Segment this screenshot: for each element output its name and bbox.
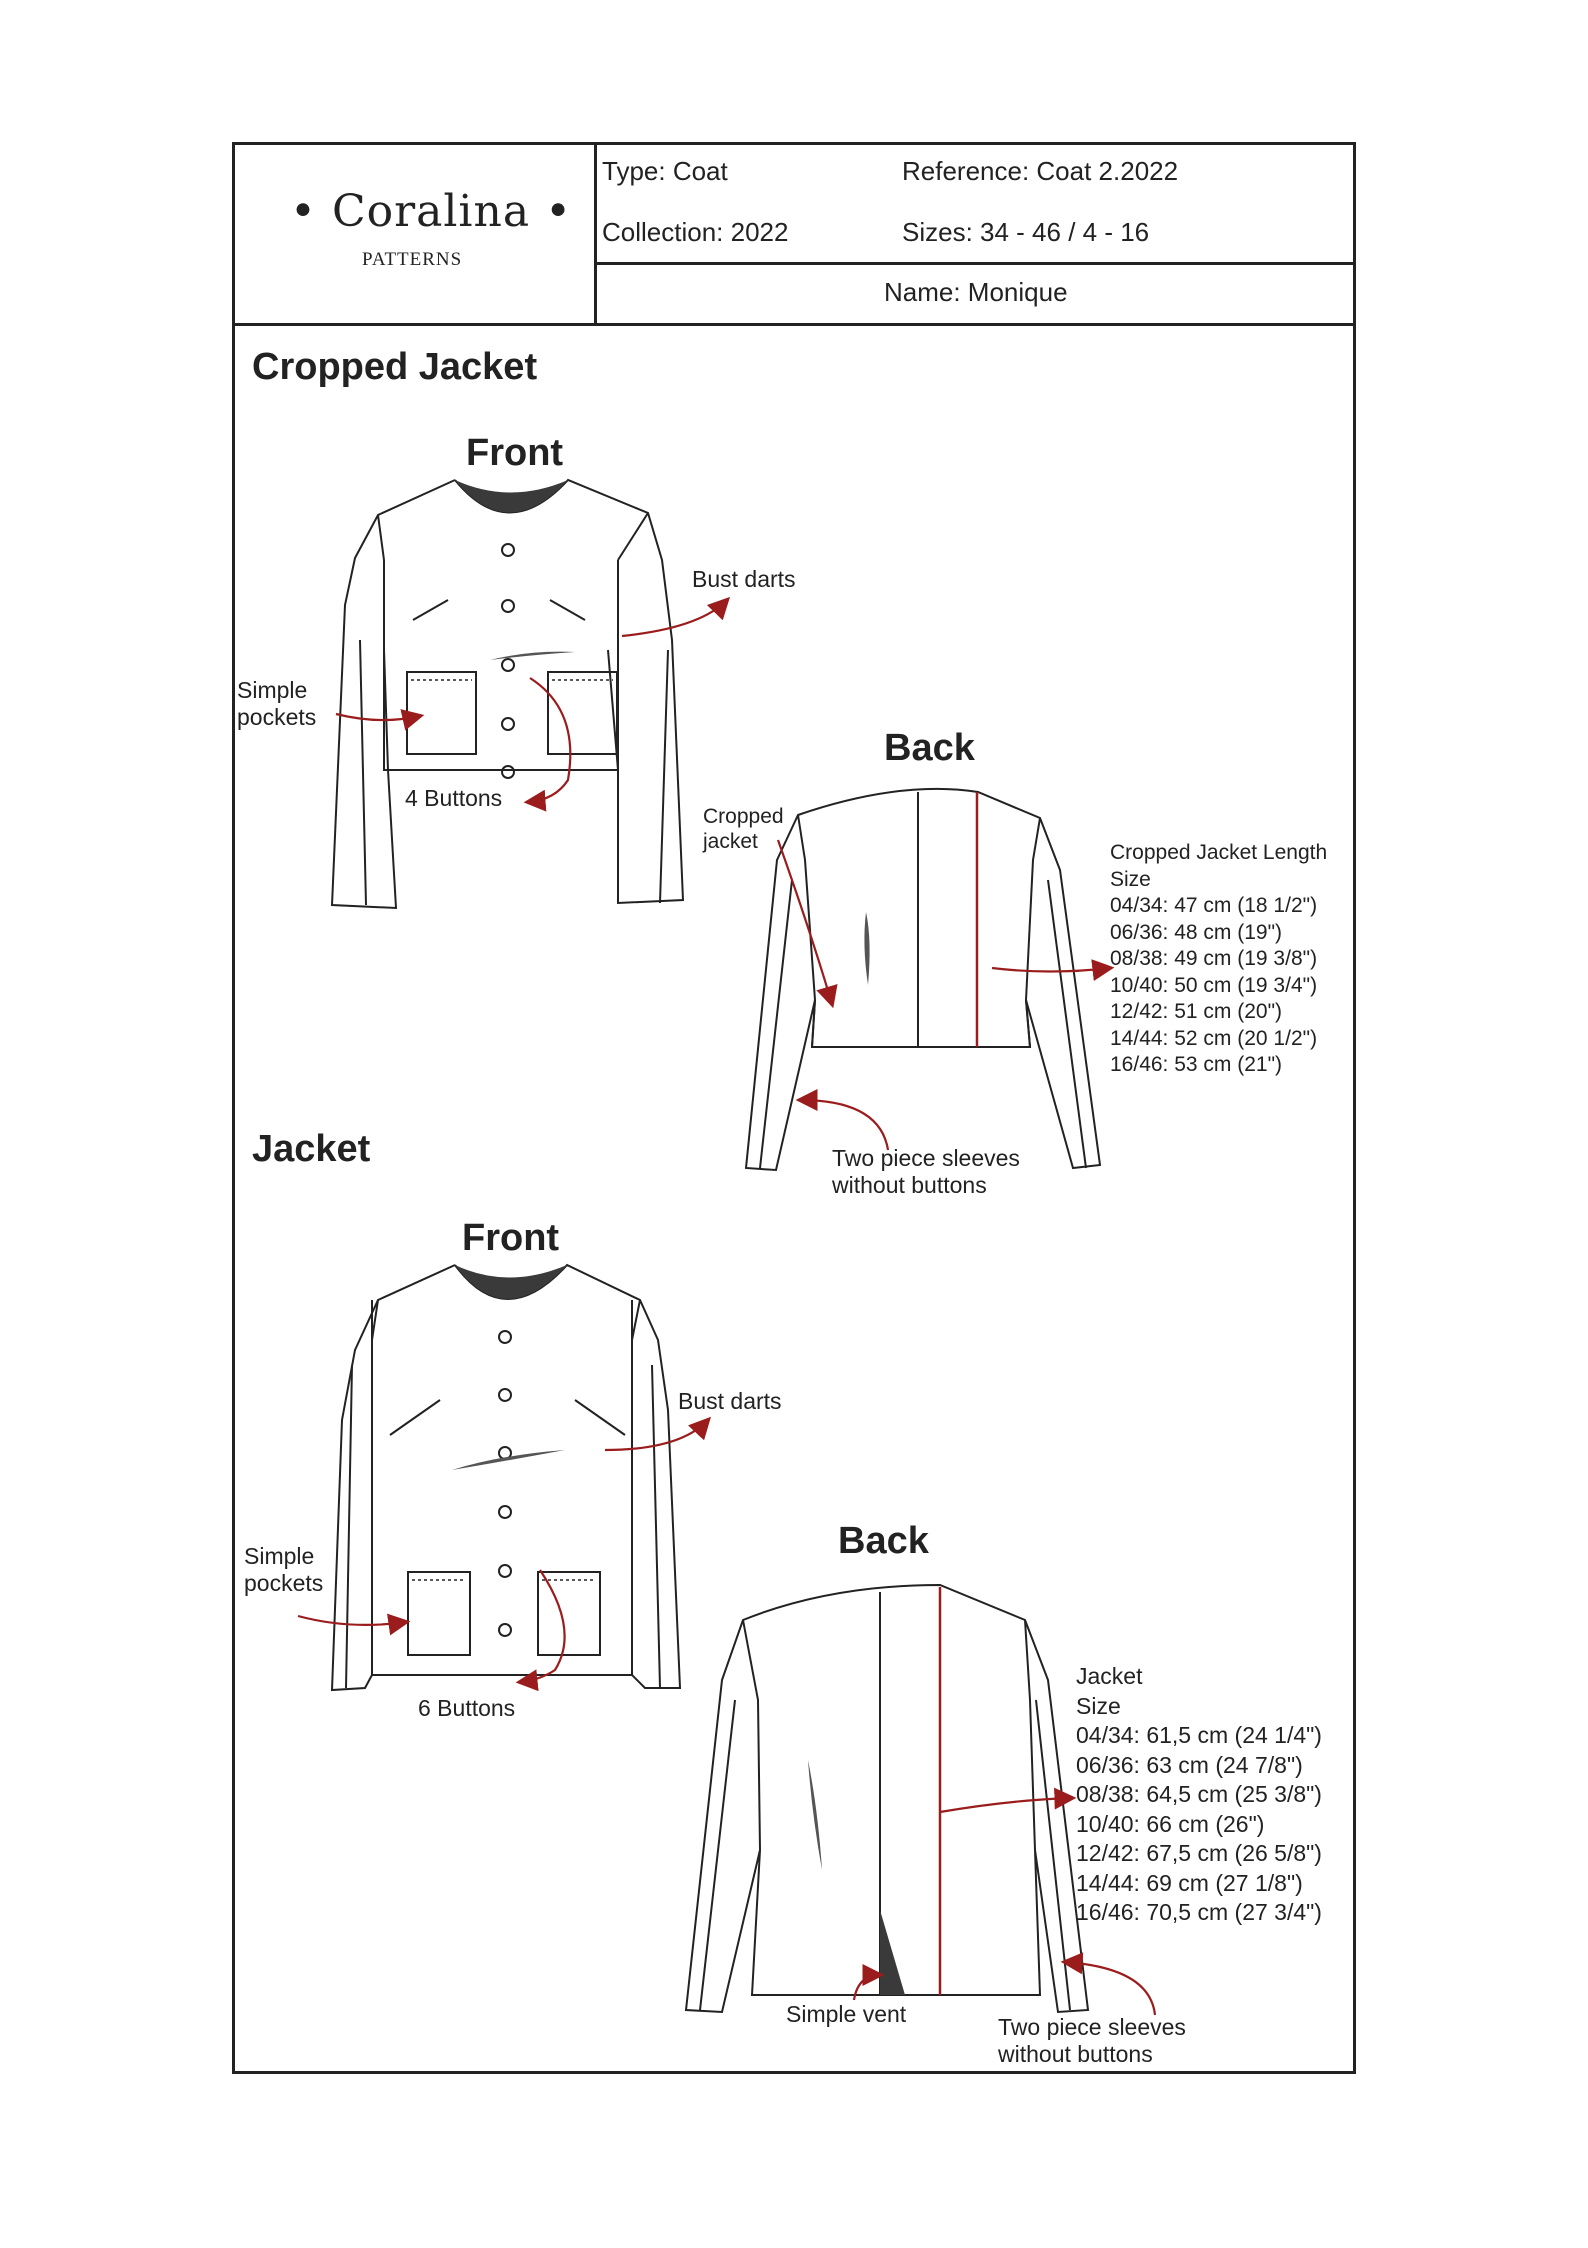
cropped-pockets-label: Simple pockets [237,677,316,731]
cropped-jacket-line1: Cropped [703,805,784,828]
annotation-arrows [297,596,1157,2016]
jacket-front-label: Front [462,1217,560,1259]
cropped-size-row: 14/44: 52 cm (20 1/2") [1110,1026,1318,1050]
reference-field: Reference: Coat 2.2022 [902,156,1179,186]
jacket-pockets-label: Simple pockets [244,1543,323,1597]
jacket-pockets-arrow [297,1613,411,1636]
cropped-size-row: 08/38: 49 cm (19 3/8") [1110,947,1318,970]
brand-subtitle: PATTERNS [362,249,463,270]
cropped-size-row: 04/34: 47 cm (18 1/2") [1110,894,1318,917]
cropped-jacket-title: Cropped Jacket [252,346,538,388]
jacket-length-table: Jacket Size 04/34: 61,5 cm (24 1/4") 06/… [1076,1662,1322,1928]
header-divider-vertical [594,142,597,326]
jacket-back-vent [880,1910,905,1995]
jacket-front-drawing [330,1263,682,1692]
header-divider-middle [594,262,1356,265]
jacket-sleeves-line2: without buttons [998,2041,1153,2067]
cropped-back-label: Back [884,727,975,769]
sizes-field: Sizes: 34 - 46 / 4 - 16 [902,217,1150,247]
jacket-size-row: 10/40: 66 cm (26") [1076,1810,1265,1837]
cropped-pockets-arrow [335,709,425,731]
jacket-front-dart-shade [452,1450,565,1470]
jacket-back-label: Back [838,1520,929,1562]
cropped-front-drawing [330,478,685,910]
cropped-size-row: 10/40: 50 cm (19 3/4") [1110,973,1318,997]
jacket-size-row: 14/44: 69 cm (27 1/8") [1076,1869,1303,1896]
cropped-jacket-line2: jacket [703,830,758,853]
cropped-front-neckline [455,480,568,513]
type-field: Type: Coat [602,156,728,186]
cropped-size-row: 16/46: 53 cm (21") [1110,1053,1283,1076]
jacket-title: Jacket [252,1128,371,1170]
jacket-front-neckline [455,1265,567,1299]
jacket-vent-label: Simple vent [786,2001,907,2027]
jacket-vent-arrow [852,1964,885,2001]
cropped-sleeves-line2: without buttons [832,1172,987,1198]
cropped-back-drawing [744,787,1102,1172]
cropped-size-row: 06/36: 48 cm (19") [1110,920,1283,944]
cropped-back-dart-shade [864,912,870,985]
header-divider-bottom [232,323,1356,326]
cropped-back-arrow [776,839,838,1009]
jacket-bust-darts-label: Bust darts [678,1388,782,1414]
cropped-length-arrow [991,959,1115,981]
pattern-sheet-frame [232,142,1356,2074]
jacket-sleeves-line1: Two piece sleeves [998,2014,1186,2040]
jacket-pockets-line1: Simple [244,1543,315,1569]
cropped-bust-darts-label: Bust darts [692,566,796,592]
cropped-size-label: Size [1110,867,1151,891]
cropped-pockets-line1: Simple [237,677,308,703]
jacket-back-dart-shade [808,1760,822,1870]
cropped-length-title: Cropped Jacket Length [1110,841,1328,864]
cropped-sleeves-arrow [795,1089,890,1151]
cropped-front-label: Front [466,432,564,474]
cropped-jacket-label: Cropped jacket [703,804,784,854]
jacket-size-row: 04/34: 61,5 cm (24 1/4") [1076,1722,1322,1748]
jacket-size-label: Size [1076,1692,1121,1719]
cropped-sleeves-label: Two piece sleeves without buttons [832,1145,1020,1199]
jacket-bust-dart-arrow [604,1416,712,1452]
cropped-pockets-line2: pockets [237,704,317,730]
cropped-length-table: Cropped Jacket Length Size 04/34: 47 cm … [1110,840,1327,1079]
jacket-size-row: 16/46: 70,5 cm (27 3/4") [1076,1899,1322,1925]
jacket-sleeves-label: Two piece sleeves without buttons [998,2014,1186,2068]
cropped-buttons-arrow [523,677,572,812]
jacket-size-row: 06/36: 63 cm (24 7/8") [1076,1751,1303,1778]
brand-logo: • Coralina • [290,186,573,237]
jacket-sleeves-arrow [1060,1952,1157,2016]
jacket-length-arrow [939,1787,1077,1814]
cropped-buttons-label: 4 Buttons [405,785,503,811]
collection-field: Collection: 2022 [602,217,789,247]
jacket-buttons-label: 6 Buttons [418,1695,516,1721]
jacket-buttons-arrow [515,1569,566,1692]
name-field: Name: Monique [884,277,1068,307]
cropped-bust-dart-arrow [621,596,731,638]
cropped-size-row: 12/42: 51 cm (20") [1110,1000,1283,1023]
cropped-sleeves-line1: Two piece sleeves [832,1145,1020,1171]
jacket-length-title: Jacket [1076,1663,1143,1689]
jacket-pockets-line2: pockets [244,1570,324,1596]
cropped-front-dart-shade [490,651,575,660]
jacket-size-row: 12/42: 67,5 cm (26 5/8") [1076,1840,1322,1866]
jacket-size-row: 08/38: 64,5 cm (25 3/8") [1076,1781,1322,1807]
